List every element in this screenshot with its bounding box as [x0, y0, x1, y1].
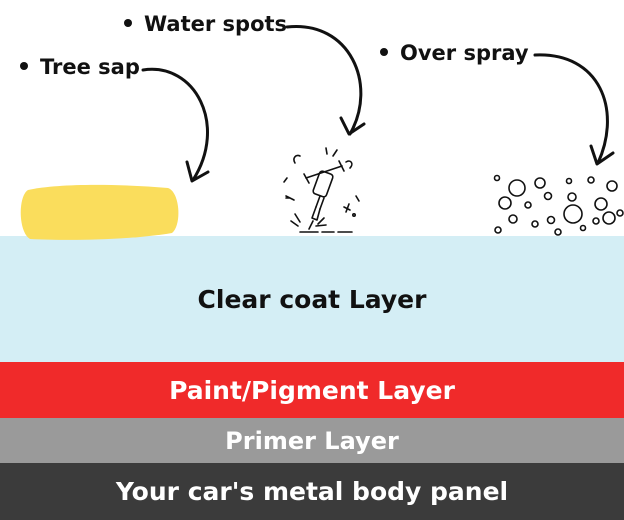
clear-coat-layer: Clear coat Layer	[0, 236, 624, 362]
paint-layer: Paint/Pigment Layer	[0, 362, 624, 418]
primer-label: Primer Layer	[225, 426, 399, 455]
bullet-icon	[380, 48, 388, 56]
arrow-over-spray-icon	[533, 53, 615, 166]
callout-water-spots: Water spots	[124, 14, 287, 35]
bubbles-icon	[493, 174, 624, 236]
metal-label: Your car's metal body panel	[115, 477, 509, 506]
callout-over-spray: Over spray	[380, 43, 529, 64]
arrow-water-spots-icon	[285, 25, 366, 136]
jackhammer-icon	[283, 147, 360, 233]
callout-tree-sap: Tree sap	[20, 57, 140, 78]
bullet-icon	[20, 62, 28, 70]
clear-coat-label: Clear coat Layer	[197, 284, 427, 314]
over-spray-label: Over spray	[400, 41, 529, 65]
bullet-icon	[124, 19, 132, 27]
water-spots-label: Water spots	[144, 12, 288, 36]
tree-sap-label: Tree sap	[40, 55, 140, 79]
paint-label: Paint/Pigment Layer	[169, 375, 455, 405]
primer-layer: Primer Layer	[0, 418, 624, 463]
tree-sap-blob-icon	[20, 184, 179, 240]
metal-panel-layer: Your car's metal body panel	[0, 463, 624, 520]
arrow-tree-sap-icon	[141, 67, 210, 183]
